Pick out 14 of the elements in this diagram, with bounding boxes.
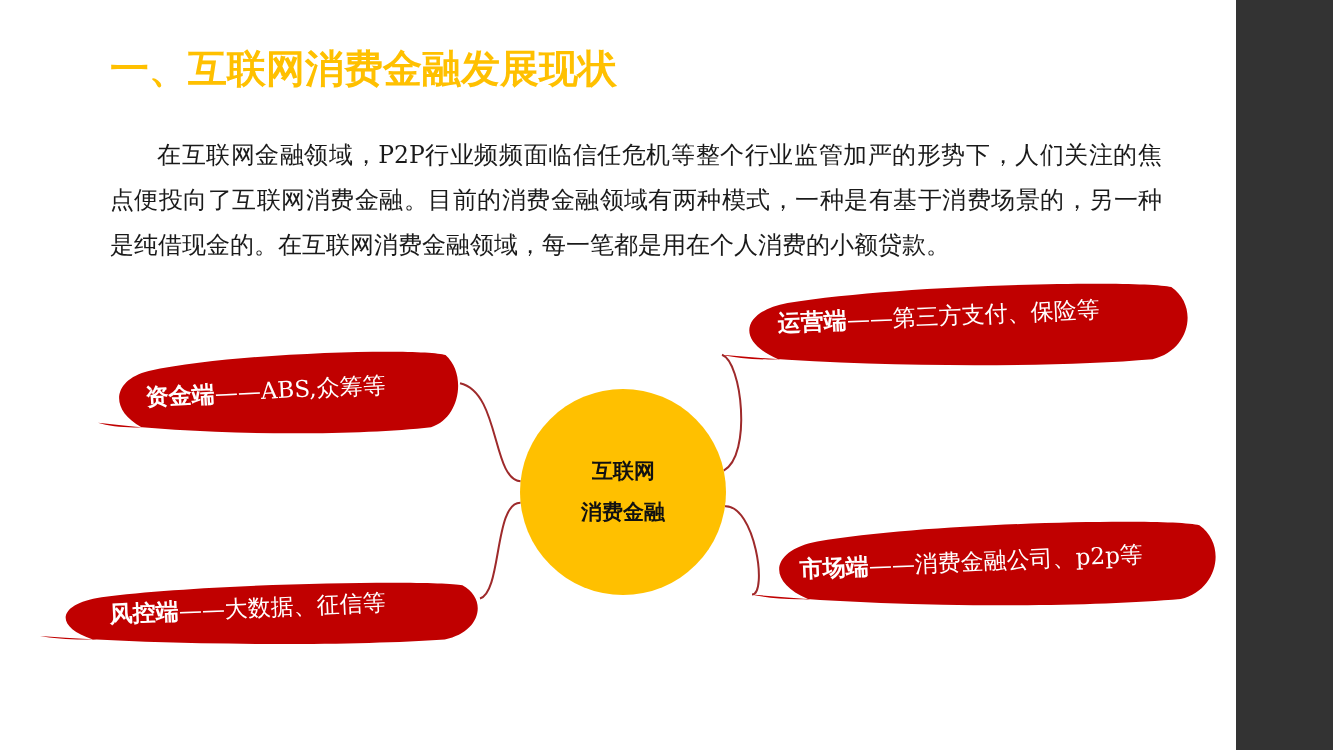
- connector-line: [479, 501, 522, 600]
- branch-text: 风控端——大数据、征信等: [109, 587, 387, 629]
- connector-line: [459, 382, 522, 483]
- topic-circle: [520, 389, 726, 595]
- connector-line: [724, 505, 760, 596]
- branch-text: 运营端——第三方支付、保险等: [777, 294, 1101, 338]
- branch-text: 资金端——ABS,众筹等: [145, 370, 387, 412]
- topic-text: 消费金融: [581, 499, 665, 526]
- branch-text: 市场端——消费金融公司、p2p等: [799, 540, 1144, 584]
- page-title: 一、互联网消费金融发展现状: [110, 46, 617, 93]
- connector-line: [721, 353, 743, 472]
- topic-text: 互联网: [591, 457, 655, 485]
- brush-stroke-banner: [40, 580, 480, 646]
- body-paragraph: 在互联网金融领域，P2P行业频频面临信任危机等整个行业监管加严的形势下，人们关注的焦点便投向了互联网消费金融。目前的消费金融领域有两种模式，一种是有基于消费场景的，另一种是纯借现金的。在互联网消费金融领域，每一笔都是用在个人消费的小额贷款。: [110, 140, 1162, 261]
